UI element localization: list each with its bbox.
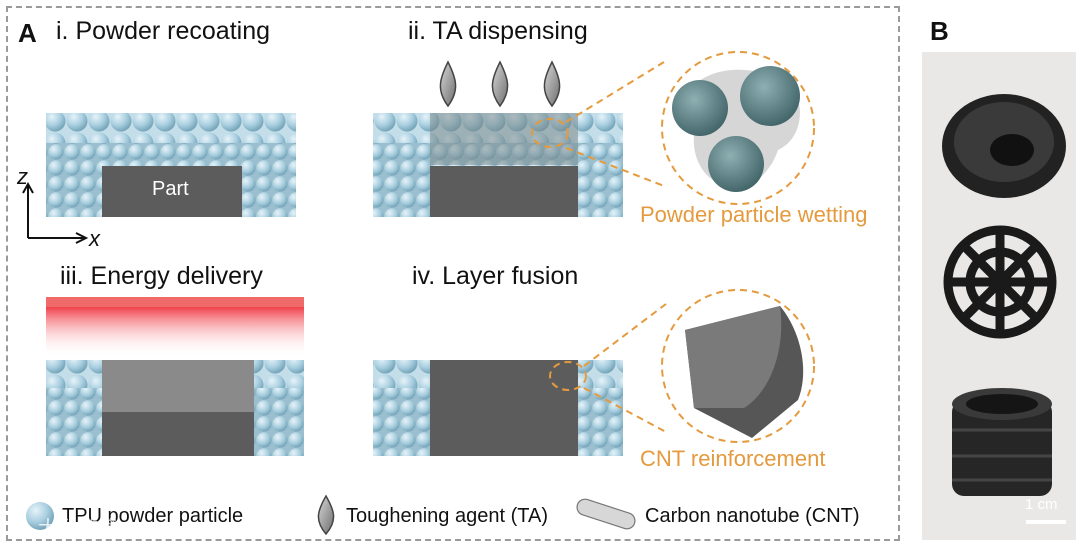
wetting-callout bbox=[531, 51, 815, 205]
ta-droplets bbox=[439, 60, 561, 108]
part-label: Part bbox=[152, 178, 189, 200]
dispensing-powder-bed bbox=[373, 113, 623, 217]
step-i-title: i. Powder recoating bbox=[56, 17, 271, 45]
watermark: 大数跨境 bbox=[38, 518, 118, 540]
axis-icon bbox=[22, 181, 89, 244]
legend-cnt: Carbon nanotube (CNT) bbox=[645, 505, 860, 527]
axis-x-label: x bbox=[89, 226, 100, 251]
panel-b-letter: B bbox=[930, 16, 949, 46]
scale-bar-label: 1 cm bbox=[1025, 496, 1058, 513]
cnt-callout-label: CNT reinforcement bbox=[640, 446, 826, 471]
scale-bar bbox=[1026, 520, 1066, 524]
wetting-callout-label: Powder particle wetting bbox=[640, 202, 868, 227]
panel-a-letter: A bbox=[18, 18, 37, 48]
energy-laser bbox=[46, 297, 304, 357]
part-block bbox=[102, 166, 242, 217]
axis-z-label: z bbox=[17, 164, 28, 189]
wetting-zoom bbox=[672, 66, 800, 192]
cnt-callout bbox=[549, 289, 815, 443]
step-iv-title: iv. Layer fusion bbox=[412, 262, 579, 290]
photo-lattice bbox=[922, 210, 1076, 360]
energy-powder-bed bbox=[46, 360, 304, 456]
legend-tpu: TPU powder particle bbox=[62, 505, 244, 527]
photo-tire bbox=[922, 52, 1076, 210]
process-diagram bbox=[22, 51, 815, 536]
panel-a-frame bbox=[6, 6, 900, 541]
fusion-powder-bed bbox=[373, 360, 623, 456]
step-iii-title: iii. Energy delivery bbox=[60, 262, 263, 290]
legend-icons bbox=[26, 494, 636, 536]
photo-cylinder bbox=[922, 360, 1076, 540]
recoating-powder-bed bbox=[46, 113, 296, 217]
step-ii-title: ii. TA dispensing bbox=[408, 17, 588, 45]
cnt-zoom bbox=[685, 306, 804, 438]
legend-ta: Toughening agent (TA) bbox=[346, 505, 548, 527]
